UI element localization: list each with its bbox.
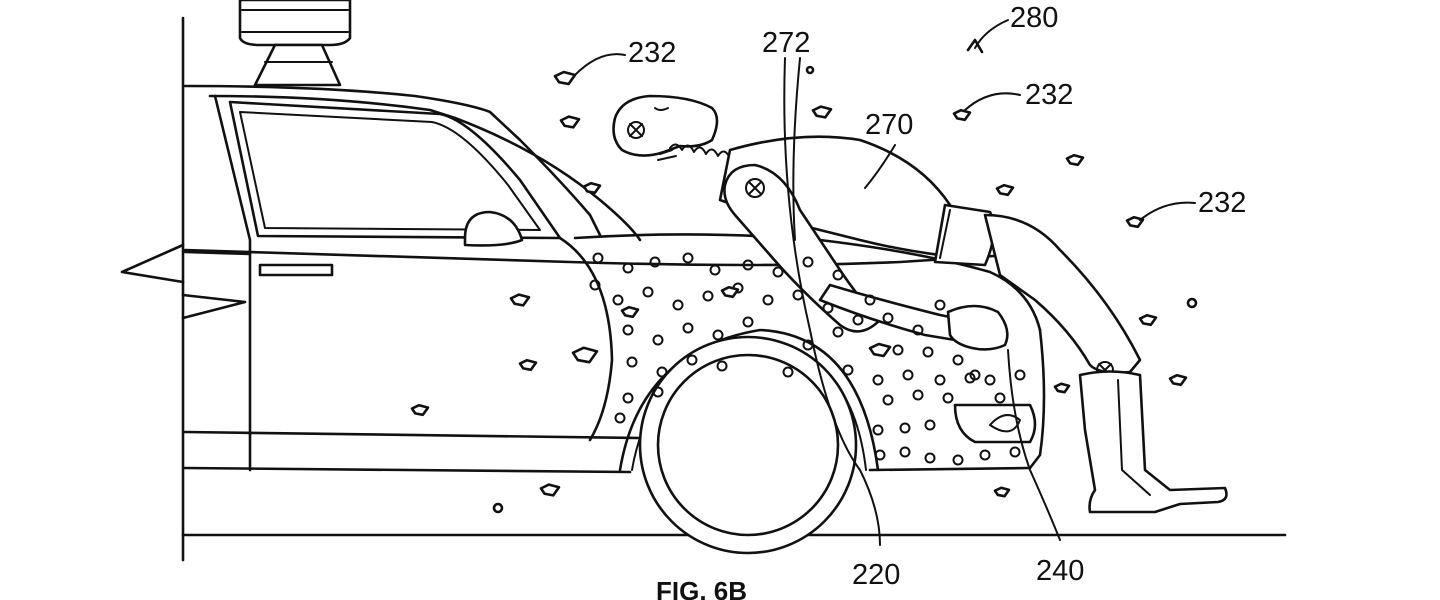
adhesive-dot — [912, 324, 924, 336]
debris-particle — [559, 115, 581, 129]
adhesive-dot — [622, 324, 634, 336]
adhesive-dot — [762, 294, 774, 306]
ref-label-270: 270 — [865, 109, 913, 141]
adhesive-dot — [686, 354, 698, 366]
debris-particle — [1125, 215, 1145, 229]
adhesive-dot — [842, 364, 854, 376]
adhesive-dot — [899, 446, 911, 458]
adhesive-dot — [742, 259, 754, 271]
debris-particle — [993, 486, 1011, 498]
adhesive-dot — [852, 314, 864, 326]
debris-particle — [1065, 153, 1085, 167]
debris-particle — [720, 285, 740, 299]
debris-particle — [582, 181, 602, 195]
ref-label-220: 220 — [852, 559, 900, 591]
adhesive-dot — [656, 366, 668, 378]
adhesive-dot — [712, 329, 724, 341]
roof-sensor — [238, 0, 352, 87]
adhesive-dot — [716, 360, 728, 372]
adhesive-dots — [589, 252, 1026, 466]
adhesive-dot — [672, 299, 684, 311]
adhesive-dot — [874, 449, 886, 461]
adhesive-dot — [934, 299, 946, 311]
adhesive-dot — [614, 412, 626, 424]
adhesive-dot — [924, 452, 936, 464]
adhesive-dot — [709, 264, 721, 276]
adhesive-dot — [742, 316, 754, 328]
leader-lines — [574, 19, 1196, 546]
adhesive-dot — [922, 346, 934, 358]
adhesive-dot — [702, 290, 714, 302]
adhesive-dot — [622, 262, 634, 274]
adhesive-dot — [872, 374, 884, 386]
debris-particle — [1168, 373, 1188, 387]
debris-particle — [620, 305, 640, 319]
adhesive-dot — [952, 354, 964, 366]
ref-label-240: 240 — [1036, 555, 1084, 587]
adhesive-dot — [942, 392, 954, 404]
debris-particle — [518, 358, 538, 372]
adhesive-dot — [984, 374, 996, 386]
debris-particle — [553, 70, 577, 86]
debris-particle — [492, 502, 504, 514]
adhesive-dot — [832, 326, 844, 338]
ref-label-232-mid: 232 — [1025, 79, 1073, 111]
adhesive-dot — [592, 252, 604, 264]
adhesive-dot — [649, 256, 661, 268]
adhesive-dot — [822, 302, 834, 314]
adhesive-dot — [899, 422, 911, 434]
debris-particle — [995, 183, 1015, 197]
figure-caption: FIG. 6B — [656, 576, 747, 600]
adhesive-dot — [652, 386, 664, 398]
adhesive-dot — [1014, 369, 1026, 381]
adhesive-dot — [902, 369, 914, 381]
pedestrian-dummy — [612, 94, 1228, 514]
ref-label-272: 272 — [762, 27, 810, 59]
ref-label-232-right: 232 — [1198, 187, 1246, 219]
adhesive-dot — [612, 294, 624, 306]
adhesive-dot — [682, 252, 694, 264]
adhesive-dot — [882, 312, 894, 324]
adhesive-dot — [864, 294, 876, 306]
debris-particle — [509, 293, 531, 307]
adhesive-dot — [642, 286, 654, 298]
adhesive-dot — [682, 322, 694, 334]
adhesive-dot — [782, 366, 794, 378]
vehicle-body — [120, 84, 1046, 555]
adhesive-dot — [626, 356, 638, 368]
debris-particle — [571, 346, 599, 364]
adhesive-dot — [872, 424, 884, 436]
adhesive-dot — [994, 392, 1006, 404]
debris-particle — [868, 342, 892, 358]
adhesive-dot — [1009, 446, 1021, 458]
adhesive-particles — [410, 65, 1198, 514]
debris-particle — [811, 105, 833, 119]
adhesive-dot — [912, 389, 924, 401]
debris-particle — [1053, 382, 1071, 394]
debris-particle — [1186, 297, 1198, 309]
adhesive-dot — [622, 392, 634, 404]
debris-particle — [805, 65, 815, 75]
debris-particle — [410, 403, 430, 417]
adhesive-dot — [979, 449, 991, 461]
adhesive-dot — [832, 269, 844, 281]
ref-label-280: 280 — [1010, 2, 1058, 34]
adhesive-dot — [969, 369, 981, 381]
ref-label-232-top: 232 — [628, 37, 676, 69]
debris-particle — [952, 108, 972, 122]
adhesive-dot — [952, 454, 964, 466]
adhesive-dot — [589, 279, 601, 291]
debris-particle — [1138, 313, 1158, 327]
adhesive-dot — [882, 394, 894, 406]
adhesive-dot — [772, 266, 784, 278]
adhesive-dot — [924, 419, 936, 431]
adhesive-dot — [652, 334, 664, 346]
adhesive-dot — [802, 256, 814, 268]
adhesive-dot — [892, 344, 904, 356]
adhesive-dot — [934, 374, 946, 386]
debris-particle — [539, 483, 561, 497]
